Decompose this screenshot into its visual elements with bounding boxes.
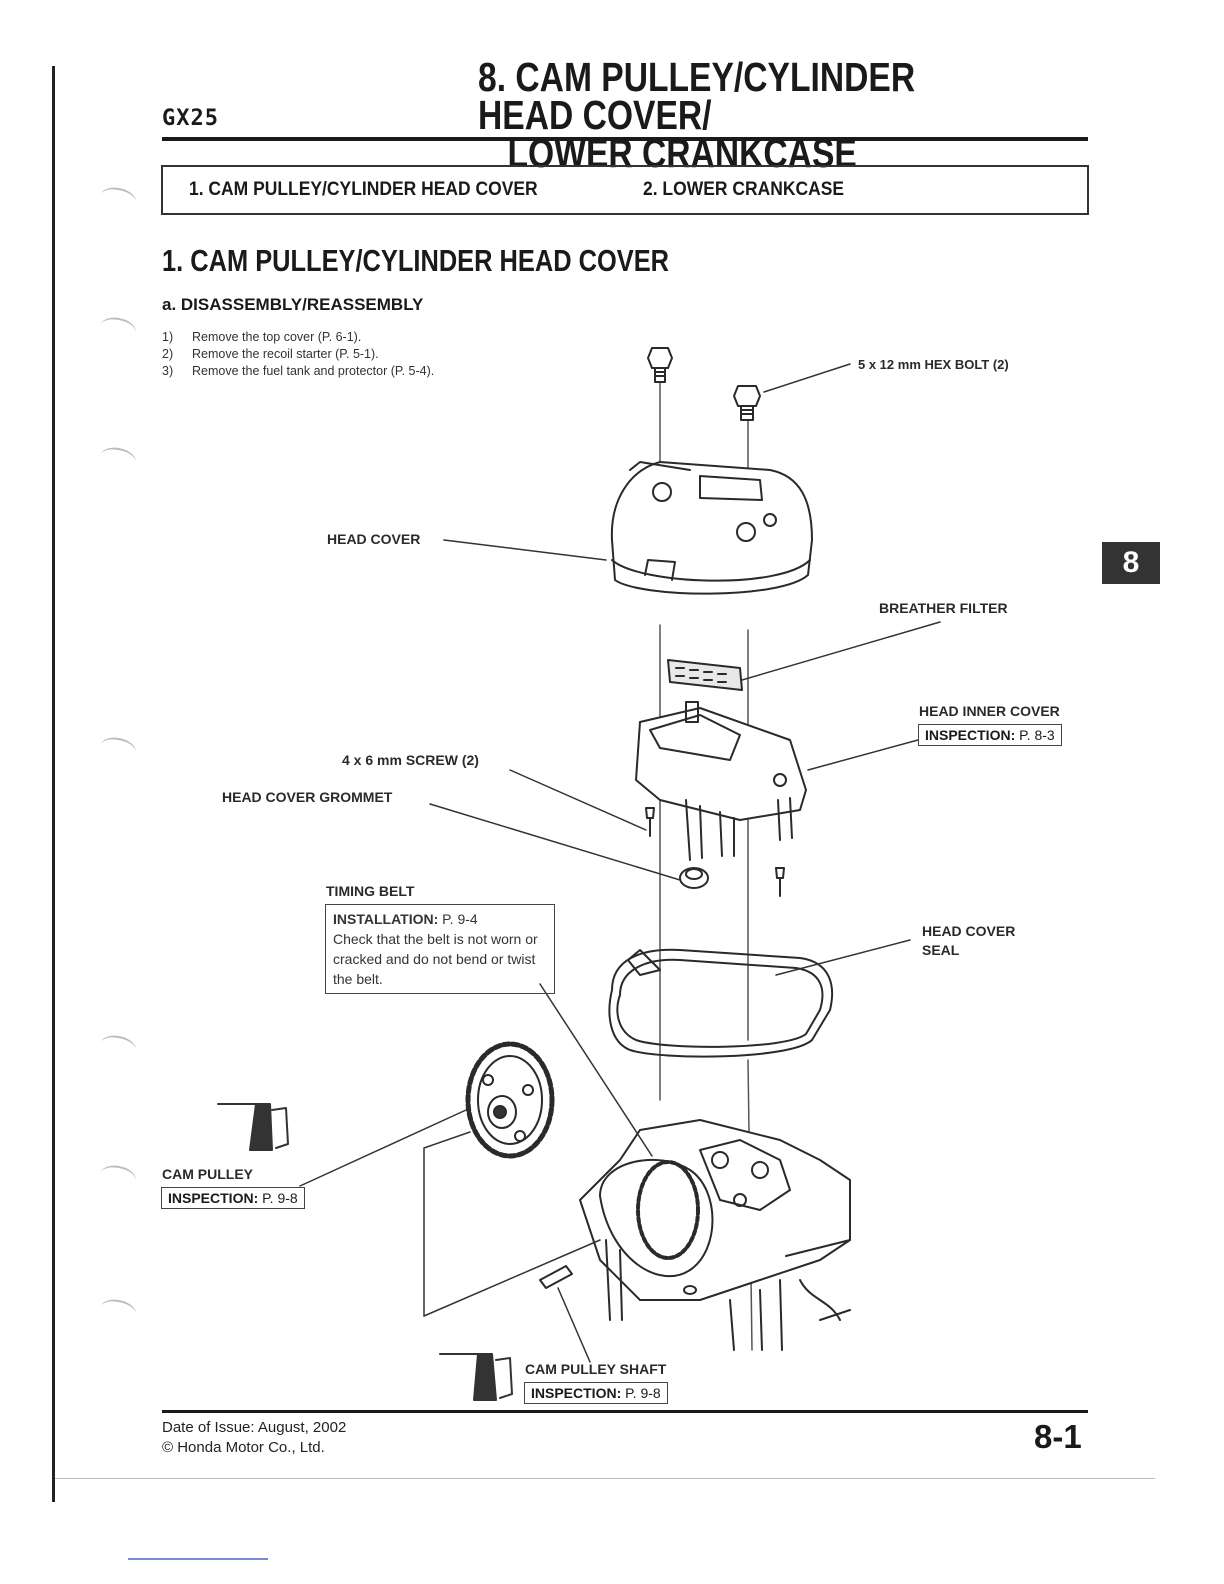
callout-cam-pulley: CAM PULLEY <box>162 1166 253 1182</box>
callout-head-cover: HEAD COVER <box>327 531 421 547</box>
toc-item-2[interactable]: 2. LOWER CRANKCASE <box>643 179 845 200</box>
step-item: 2) Remove the recoil starter (P. 5-1). <box>162 346 434 363</box>
chapter-title-line1: 8. CAM PULLEY/CYLINDER HEAD COVER/ <box>478 54 916 138</box>
footer: Date of Issue: August, 2002 © Honda Moto… <box>162 1418 346 1458</box>
section-title: 1. CAM PULLEY/CYLINDER HEAD COVER <box>162 243 670 278</box>
oil-can-icon-bottom <box>439 1353 513 1401</box>
page-ref[interactable]: P. 8-3 <box>1019 727 1055 743</box>
head-cover-part <box>610 461 813 595</box>
callout-head-inner-cover: HEAD INNER COVER <box>919 703 1060 719</box>
inspection-label: INSPECTION: <box>925 727 1016 743</box>
scan-edge-line <box>52 66 55 1502</box>
step-number: 2) <box>162 347 174 361</box>
issue-date: Date of Issue: August, 2002 <box>162 1419 347 1436</box>
callout-hex-bolt: 5 x 12 mm HEX BOLT (2) <box>858 357 1009 372</box>
bottom-blue-line <box>128 1558 268 1560</box>
chapter-contents-box: 1. CAM PULLEY/CYLINDER HEAD COVER 2. LOW… <box>161 165 1089 215</box>
callout-head-cover-seal: HEAD COVER SEAL <box>922 922 1015 960</box>
page-ref[interactable]: P. 9-8 <box>262 1190 298 1206</box>
toc-item-1[interactable]: 1. CAM PULLEY/CYLINDER HEAD COVER <box>189 179 538 200</box>
inspection-label: INSPECTION: <box>531 1385 622 1401</box>
seal-label-line1: HEAD COVER <box>922 923 1016 939</box>
cam-pulley-shaft-part <box>539 1265 573 1289</box>
cylinder-head-part <box>579 1119 851 1351</box>
callout-cam-pulley-shaft: CAM PULLEY SHAFT <box>525 1361 667 1377</box>
scan-bottom-line <box>55 1478 1155 1479</box>
inspection-ref-cam-pulley: INSPECTION: P. 9-8 <box>161 1187 305 1209</box>
chapter-tab[interactable]: 8 <box>1102 542 1160 584</box>
timing-belt-note: Check that the belt is not worn or crack… <box>333 931 538 987</box>
inspection-ref-head-inner-cover: INSPECTION: P. 8-3 <box>918 724 1062 746</box>
installation-label: INSTALLATION: <box>333 911 439 927</box>
timing-belt-note-box: INSTALLATION: P. 9-4 Check that the belt… <box>325 904 555 994</box>
callout-breather-filter: BREATHER FILTER <box>879 600 1008 616</box>
hex-bolt-left <box>647 347 673 383</box>
screw-parts <box>645 807 785 897</box>
inspection-ref-cam-shaft: INSPECTION: P. 9-8 <box>524 1382 668 1404</box>
step-text: Remove the fuel tank and protector (P. 5… <box>192 364 435 378</box>
head-inner-cover-part <box>635 701 807 861</box>
breather-filter-part <box>667 659 743 691</box>
callout-screw: 4 x 6 mm SCREW (2) <box>342 752 479 768</box>
oil-can-icon-left <box>217 1103 289 1151</box>
cam-pulley-part <box>465 1041 555 1159</box>
inspection-label: INSPECTION: <box>168 1190 259 1206</box>
head-cover-seal-part <box>608 948 834 1058</box>
step-text: Remove the recoil starter (P. 5-1). <box>192 347 379 361</box>
step-item: 3) Remove the fuel tank and protector (P.… <box>162 363 434 380</box>
seal-label-line2: SEAL <box>922 942 960 958</box>
subsection-title: a. DISASSEMBLY/REASSEMBLY <box>162 295 424 314</box>
grommet-part <box>679 867 709 889</box>
step-text: Remove the top cover (P. 6-1). <box>192 330 362 344</box>
procedure-steps: 1) Remove the top cover (P. 6-1). 2) Remov… <box>162 329 434 380</box>
step-number: 1) <box>162 330 174 344</box>
page-ref[interactable]: P. 9-4 <box>442 911 478 927</box>
callout-grommet: HEAD COVER GROMMET <box>222 789 393 805</box>
page-ref[interactable]: P. 9-8 <box>625 1385 661 1401</box>
step-number: 3) <box>162 364 174 378</box>
callout-timing-belt: TIMING BELT <box>326 883 415 899</box>
hex-bolt-right <box>733 385 761 421</box>
leader-lines <box>299 363 941 1363</box>
copyright: © Honda Motor Co., Ltd. <box>162 1439 325 1456</box>
header-rule <box>162 137 1088 141</box>
footer-rule <box>162 1410 1088 1413</box>
model-name: GX25 <box>162 106 219 131</box>
step-item: 1) Remove the top cover (P. 6-1). <box>162 329 434 346</box>
page-number: 8-1 <box>1034 1418 1082 1455</box>
